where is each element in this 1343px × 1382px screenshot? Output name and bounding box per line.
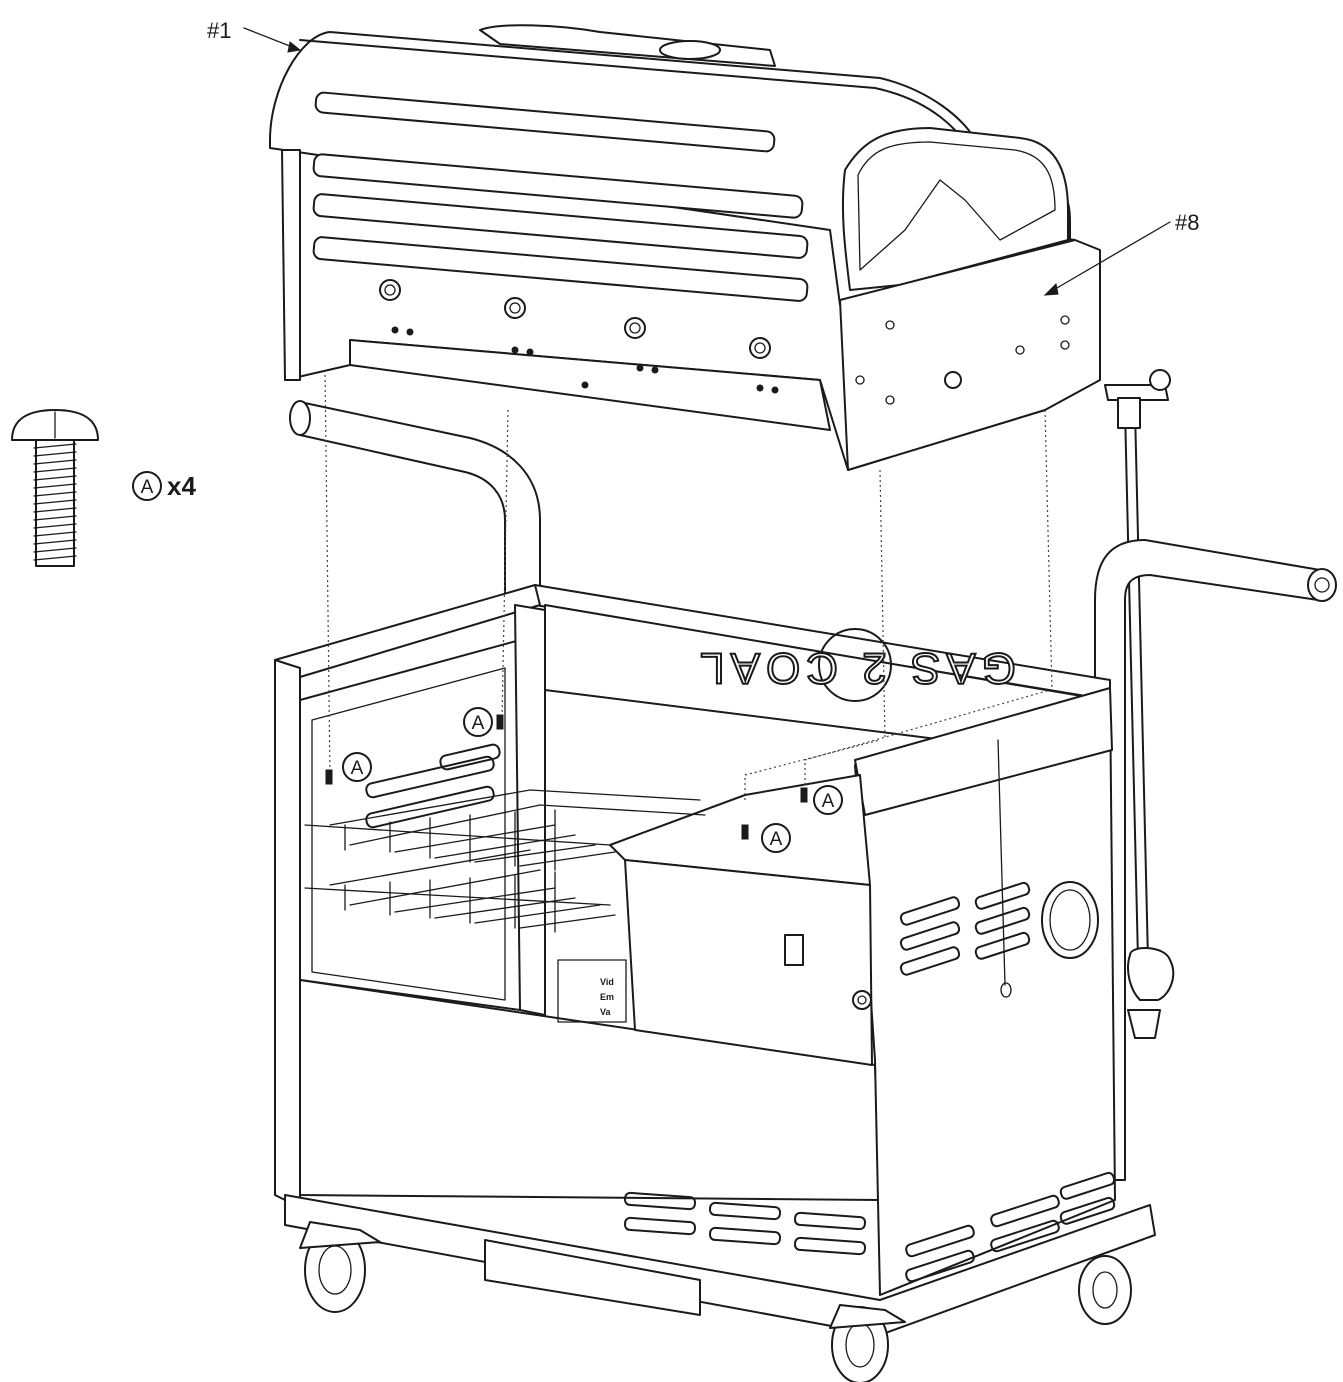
screw-icon xyxy=(11,409,99,567)
svg-text:A: A xyxy=(770,829,783,850)
cabinet-vents xyxy=(899,881,1116,1283)
screw-marker-3: A xyxy=(813,785,843,815)
callout-side-panel: #8 xyxy=(1043,210,1199,296)
side-handle-right xyxy=(1094,539,1337,1181)
screw-marker-1: A xyxy=(342,752,372,782)
alignment-lines xyxy=(324,369,1053,800)
svg-text:A: A xyxy=(472,713,485,734)
hardware-quantity: x4 xyxy=(167,471,196,501)
callout-lid: #1 xyxy=(207,18,302,53)
warning-line-2: Em xyxy=(600,992,614,1002)
svg-text:A: A xyxy=(822,791,835,812)
wire-rack xyxy=(304,789,706,933)
callout-lid-label: #1 xyxy=(207,18,231,43)
cart-frame xyxy=(274,584,1156,1336)
warning-label: Vid Em Va xyxy=(557,959,627,1023)
brand-logo: GAS 2 COAL xyxy=(693,628,1017,702)
lid-firebox-assembly xyxy=(269,24,1101,471)
screw-marker-2: A xyxy=(463,707,493,737)
casters xyxy=(299,1221,1132,1382)
screw-marker-4: A xyxy=(761,823,791,853)
callout-side-panel-label: #8 xyxy=(1175,210,1199,235)
drawer-unit xyxy=(609,774,873,1066)
hardware-callout: A x4 xyxy=(11,409,196,567)
valve-openings xyxy=(379,279,771,359)
brand-logo-text: GAS 2 COAL xyxy=(694,643,1016,692)
warning-line-1: Vid xyxy=(600,977,614,987)
warning-line-3: Va xyxy=(600,1007,612,1017)
screws-installed xyxy=(325,714,808,840)
svg-text:A: A xyxy=(351,758,364,779)
hardware-letter: A xyxy=(141,477,154,498)
side-handle-left xyxy=(289,400,541,606)
